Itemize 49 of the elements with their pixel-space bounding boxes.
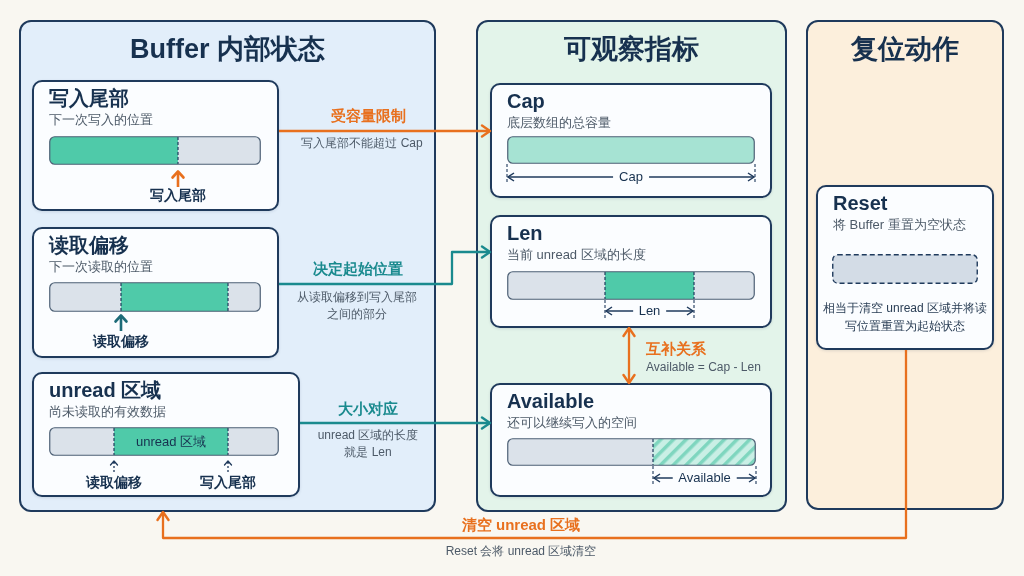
panel-title: 复位动作 — [850, 33, 960, 66]
card-subtitle: 还可以继续写入的空间 — [507, 414, 637, 432]
pointer-label: 读取偏移 — [93, 332, 149, 350]
pointer-label: 写入尾部 — [200, 473, 256, 491]
section-panel — [806, 20, 1004, 510]
arrow — [622, 326, 636, 385]
card-title: Cap — [507, 89, 545, 114]
panel-title: 可观察指标 — [563, 33, 700, 66]
info-card — [32, 80, 279, 211]
edge-note: Reset 会将 unread 区域清空 — [445, 543, 597, 560]
arrow — [279, 124, 492, 138]
card-subtitle: 下一次读取的位置 — [49, 258, 153, 276]
dimension-label: Cap — [613, 169, 649, 185]
info-card — [490, 215, 772, 328]
edge-label: 清空 unread 区域 — [461, 515, 581, 535]
edge-note: unread 区域的长度就是 Len — [316, 427, 420, 461]
edge-label: 互补关系 — [646, 339, 706, 359]
card-title: Available — [507, 389, 595, 414]
info-card — [32, 227, 279, 358]
edge-note: 写入尾部不能超过 Cap — [301, 135, 423, 152]
edge-note: 从读取偏移到写入尾部之间的部分 — [296, 289, 418, 323]
edge-label: 决定起始位置 — [313, 259, 403, 279]
section-panel — [476, 20, 787, 512]
panel-title: Buffer 内部状态 — [129, 33, 326, 66]
card-subtitle: 底层数组的总容量 — [507, 114, 611, 132]
card-title: 读取偏移 — [49, 233, 129, 258]
arrow — [300, 416, 492, 430]
card-title: Reset — [833, 191, 888, 216]
card-subtitle: 下一次写入的位置 — [49, 111, 153, 129]
section-panel — [19, 20, 436, 512]
pointer-label: 写入尾部 — [150, 186, 206, 204]
arrow — [279, 245, 492, 286]
info-card — [32, 372, 300, 497]
edge-label: 受容量限制 — [330, 106, 406, 126]
info-card — [816, 185, 994, 350]
card-subtitle: 尚未读取的有效数据 — [49, 403, 166, 421]
card-title: 写入尾部 — [49, 86, 129, 111]
pointer-label: 读取偏移 — [86, 473, 142, 491]
card-title: Len — [507, 221, 543, 246]
info-card — [490, 83, 772, 198]
info-card — [490, 383, 772, 497]
card-note: 相当于清空 unread 区域并将读写位置重置为起始状态 — [822, 300, 988, 335]
arrow — [156, 350, 908, 540]
card-subtitle: 将 Buffer 重置为空状态 — [833, 216, 966, 234]
edge-note: Available = Cap - Len — [646, 359, 761, 376]
card-subtitle: 当前 unread 区域的长度 — [507, 246, 646, 264]
card-title: unread 区域 — [49, 378, 162, 403]
bar-label: unread 区域 — [135, 433, 207, 450]
edge-label: 大小对应 — [338, 399, 398, 419]
